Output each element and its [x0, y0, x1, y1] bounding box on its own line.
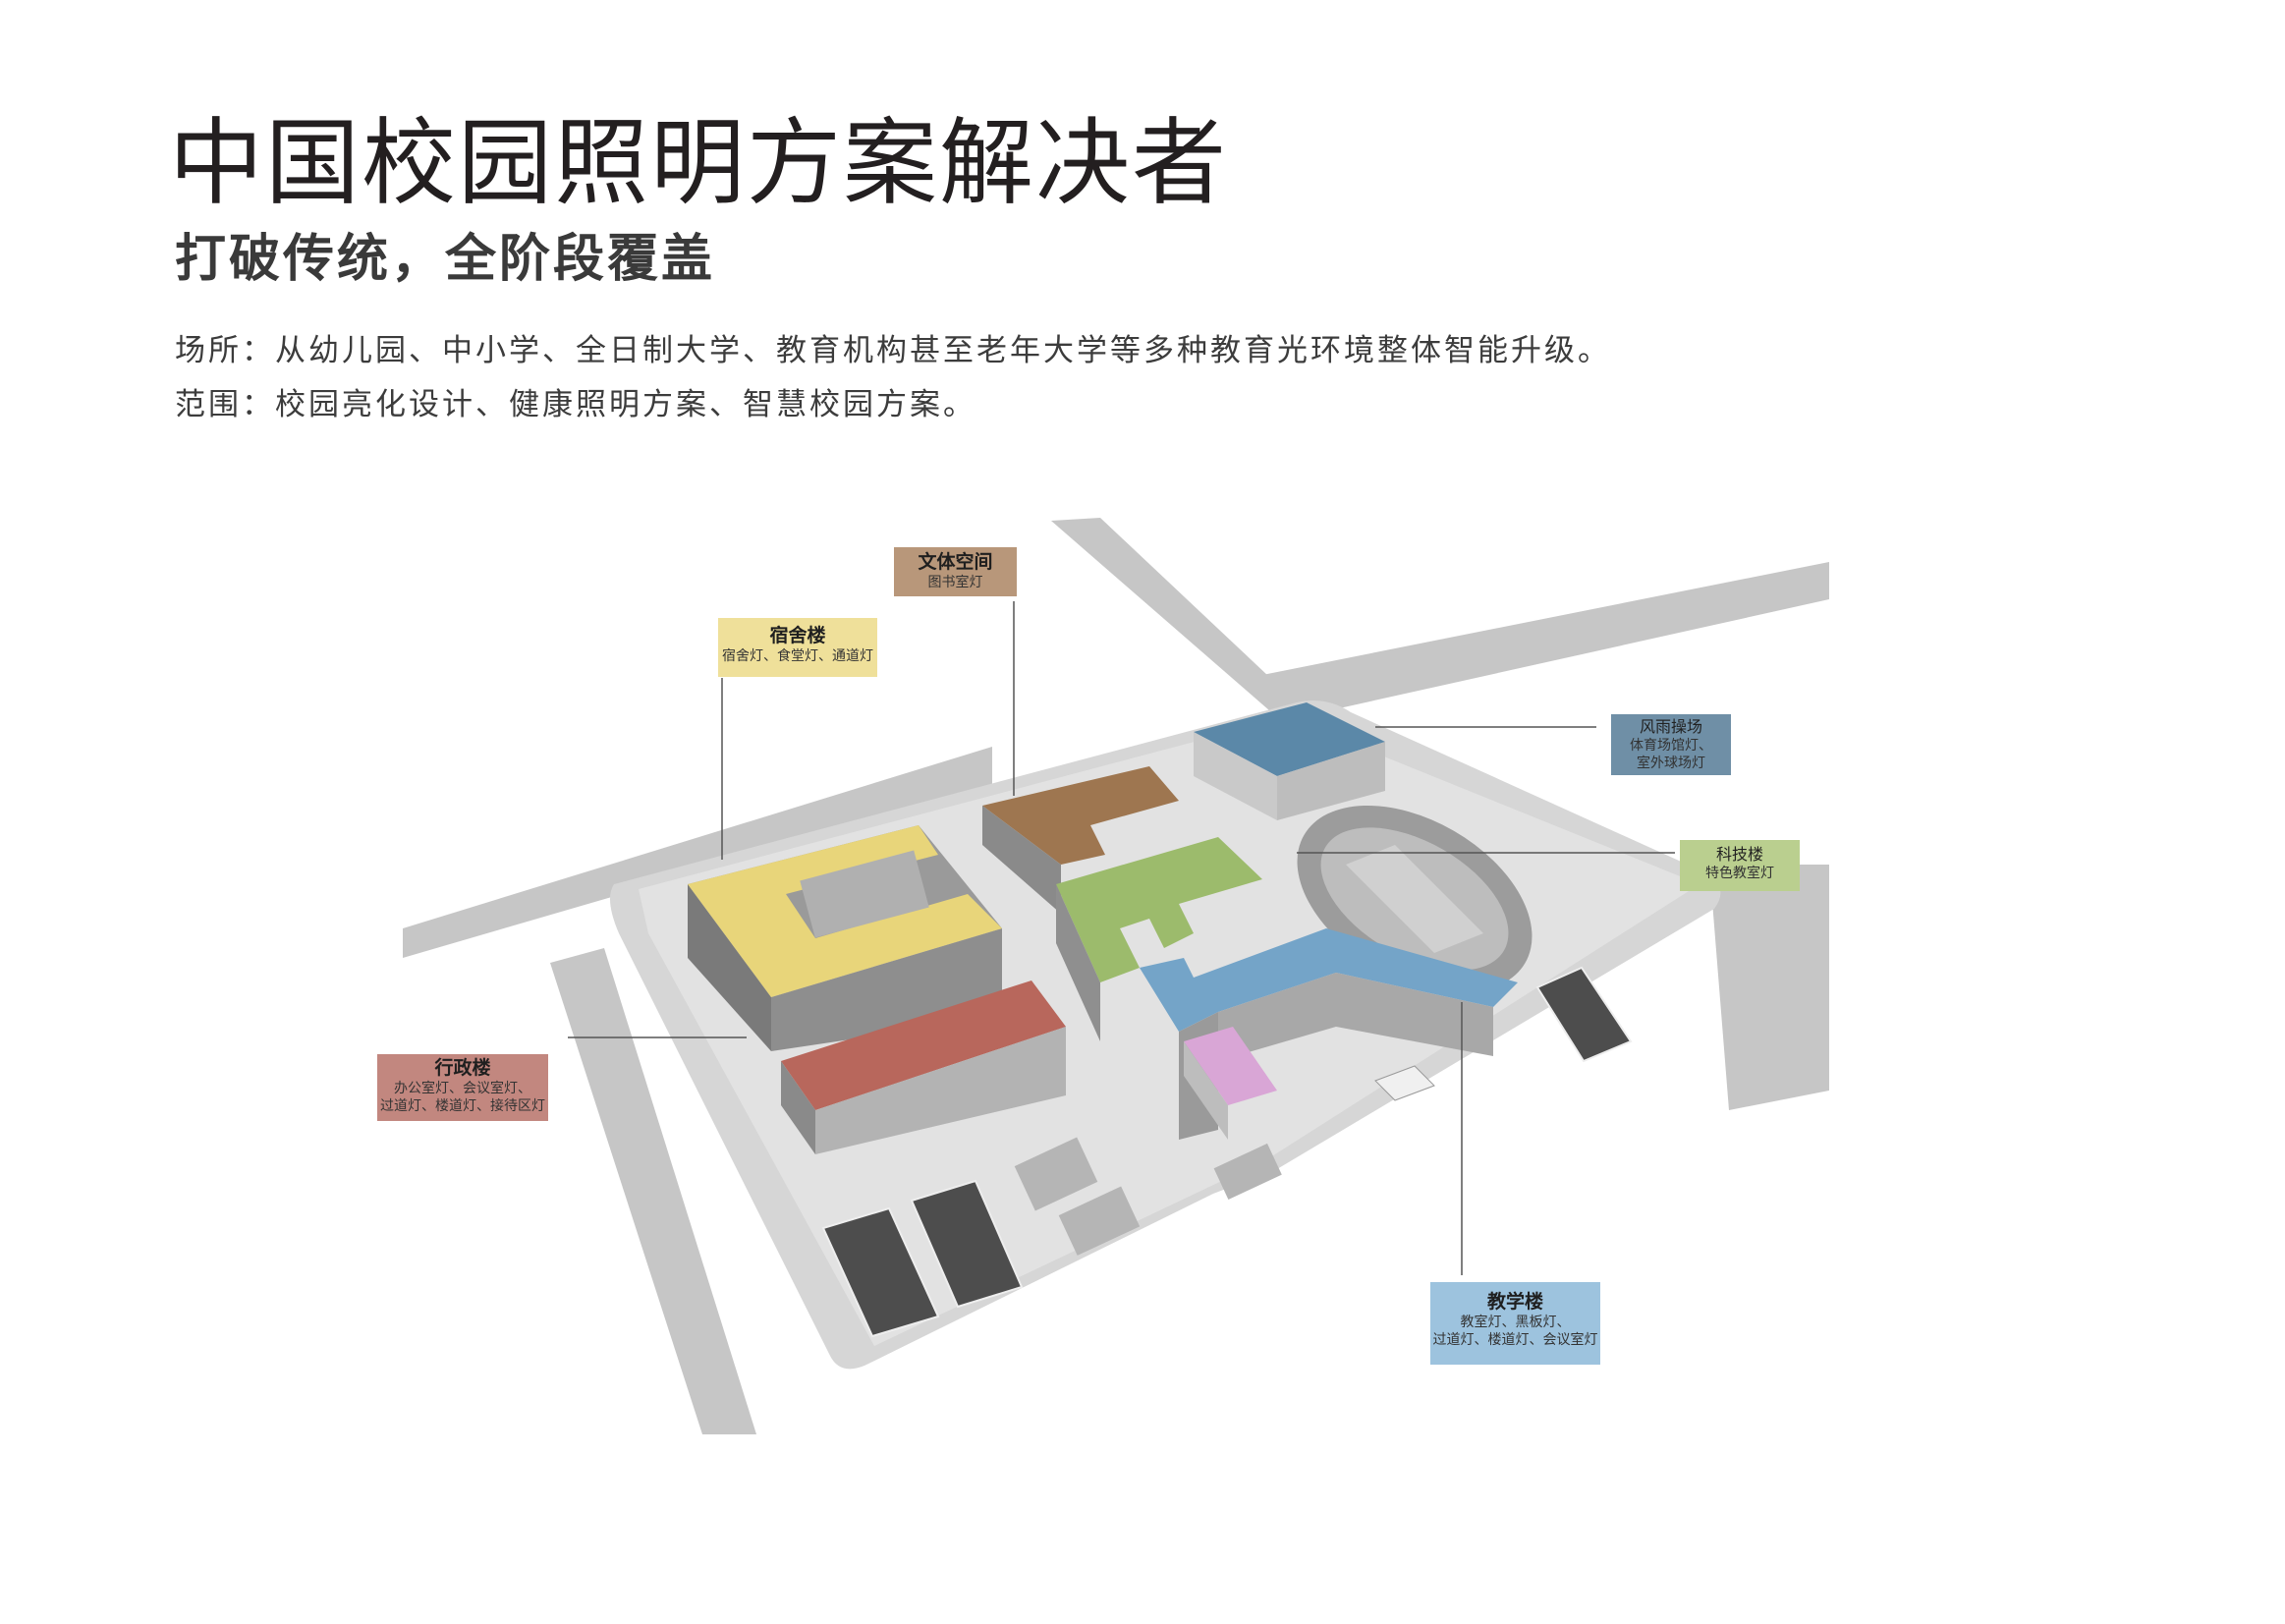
label-science-name: 科技楼 [1715, 845, 1763, 864]
gym-building [1194, 702, 1385, 820]
label-teaching: 教学楼 教室灯、黑板灯、 过道灯、楼道灯、会议室灯 [1430, 1282, 1600, 1365]
label-admin-items-2: 过道灯、楼道灯、接待区灯 [380, 1098, 545, 1114]
basketball-courts [821, 966, 1633, 1338]
dormitory-building [688, 825, 1002, 1051]
page-title: 中国校园照明方案解决者 [169, 108, 1228, 218]
label-teaching-name: 教学楼 [1486, 1291, 1543, 1313]
roads [403, 518, 1829, 1434]
label-admin-items-1: 办公室灯、会议室灯、 [394, 1081, 531, 1096]
label-gym: 风雨操场 体育场馆灯、 室外球场灯 [1611, 714, 1731, 775]
label-dormitory-name: 宿舍楼 [769, 625, 826, 646]
label-admin: 行政楼 办公室灯、会议室灯、 过道灯、楼道灯、接待区灯 [377, 1054, 548, 1121]
page-subtitle: 打破传统，全阶段覆盖 [175, 230, 716, 289]
venues-description: 场所：从幼儿园、中小学、全日制大学、教育机构甚至老年大学等多种教育光环境整体智能… [175, 333, 1611, 368]
label-dormitory-items: 宿舍灯、食堂灯、通道灯 [722, 648, 873, 664]
admin-building [781, 980, 1066, 1154]
leader-lines [568, 601, 1675, 1275]
guard-house [1374, 1065, 1435, 1101]
label-admin-name: 行政楼 [434, 1057, 491, 1079]
label-gym-items-1: 体育场馆灯、 [1630, 738, 1712, 754]
label-culture-name: 文体空间 [918, 551, 993, 573]
label-science: 科技楼 特色教室灯 [1680, 840, 1800, 891]
annex-building [1184, 1027, 1277, 1140]
label-culture-items: 图书室灯 [927, 575, 983, 590]
label-teaching-items-2: 过道灯、楼道灯、会议室灯 [1432, 1332, 1598, 1348]
label-teaching-items-1: 教室灯、黑板灯、 [1460, 1315, 1571, 1330]
parking-area [1014, 1137, 1282, 1256]
label-science-items: 特色教室灯 [1705, 866, 1774, 881]
scope-description: 范围：校园亮化设计、健康照明方案、智慧校园方案。 [175, 387, 976, 422]
label-gym-name: 风雨操场 [1639, 717, 1702, 736]
label-culture: 文体空间 图书室灯 [894, 547, 1017, 596]
science-building [1056, 837, 1262, 1041]
label-gym-items-2: 室外球场灯 [1637, 756, 1705, 771]
label-dormitory: 宿舍楼 宿舍灯、食堂灯、通道灯 [718, 618, 877, 677]
culture-building [982, 766, 1179, 914]
